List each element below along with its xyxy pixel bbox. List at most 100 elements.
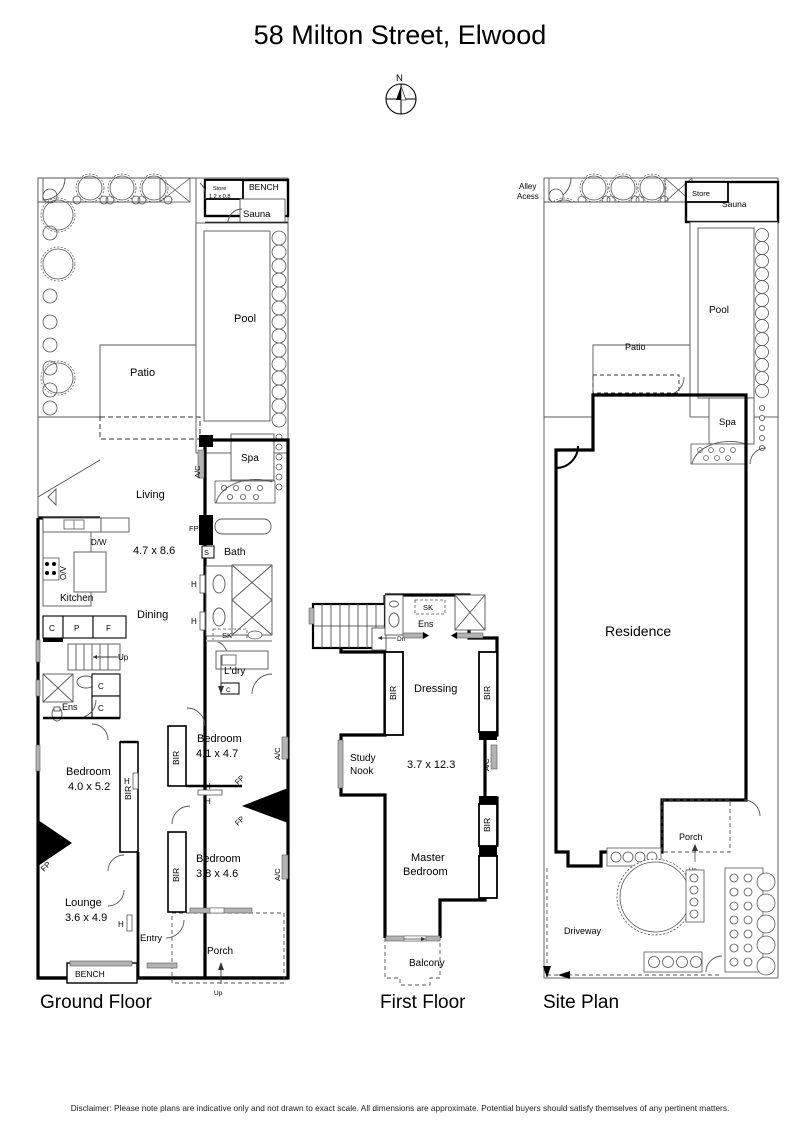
label-pool-gf: Pool (234, 313, 256, 325)
label-stairs-down-ff: Dn (397, 636, 406, 643)
label-study-nook-1: Study (350, 753, 376, 764)
label-laundry-gf: L'dry (224, 666, 245, 677)
label-ens-ff: Ens (418, 619, 434, 629)
pool-gf: Pool (195, 222, 289, 454)
window-glazing-gf (35, 639, 253, 969)
store-sauna-site: Store Sauna (684, 180, 780, 224)
aircon-ff: A/C (482, 744, 498, 771)
label-heater-lounge: H (124, 777, 130, 786)
label-living-size-gf: 4.7 x 8.6 (133, 545, 175, 557)
label-aircon-b3: A/C (273, 868, 282, 881)
label-porch-gf: Porch (207, 946, 233, 957)
ensuite-gf (42, 673, 121, 722)
site-plan: Alley Acess (517, 173, 780, 979)
label-porch-up-gf: Up (214, 990, 223, 997)
boundary-arrows-site (546, 868, 720, 976)
label-bench-bottom-gf: BENCH (75, 969, 105, 979)
label-spa-site: Spa (719, 417, 737, 428)
label-heater-h2-gf: H (191, 617, 197, 626)
label-patio-site: Patio (625, 342, 646, 352)
kitchen-gf: D/W O/V Kitchen (42, 517, 130, 607)
deck-outline-gf (99, 416, 201, 440)
bir-left-ff (384, 651, 404, 736)
label-store-gf: Store (213, 186, 226, 192)
label-master-2: Bedroom (403, 866, 448, 878)
tree-row-left-gf (40, 197, 76, 396)
shrub-col-right-site (755, 228, 769, 451)
compass-rose: N (385, 73, 417, 115)
fireplace-lounge-gf (38, 820, 72, 866)
tree-row-left-gf-inner (42, 199, 74, 394)
aircon-b2-gf: A/C (273, 736, 289, 760)
label-study-nook-2: Nook (350, 766, 374, 777)
label-bir2-gf: BIR (171, 751, 181, 765)
driveway-shrubs-site (643, 869, 705, 973)
label-alley-1: Alley (519, 182, 536, 191)
disclaimer-text: Disclaimer: Please note plans are indica… (70, 1103, 730, 1113)
ground-floor-label: Ground Floor (40, 992, 152, 1013)
kitchen-cupboards-gf (42, 615, 127, 639)
bir-right-bottom-ff (478, 855, 498, 899)
label-bir1-gf: BIR (123, 786, 133, 800)
shrub-row-left-gf (42, 188, 58, 416)
label-sk-ff: SK (423, 603, 433, 612)
bath-fixtures-gf (205, 518, 273, 637)
fireplace-b2-gf (242, 788, 288, 823)
label-dining-gf: Dining (137, 609, 168, 621)
label-h-b2-bottom: H (205, 797, 211, 806)
label-shower-s-gf: S (204, 548, 209, 557)
label-bench-top-gf: BENCH (249, 182, 279, 192)
shrub-col-right-gf (271, 230, 287, 491)
label-laundry-c-gf: C (226, 687, 231, 694)
label-bir-right-mid-ff: BIR (482, 818, 492, 832)
bir3-gf (167, 831, 187, 913)
label-bedroom1-size-gf: 4.0 x 5.2 (68, 781, 110, 793)
label-pantry-p-gf: P (74, 624, 79, 633)
label-bir-left-ff: BIR (388, 686, 398, 700)
spa-gf: Spa (230, 433, 275, 481)
first-floor-label: First Floor (380, 992, 466, 1013)
label-store-size-gf: 1.2 x 0.8 (209, 194, 230, 200)
label-dressing-ff: Dressing (414, 683, 457, 695)
label-lounge-gf: Lounge (65, 897, 102, 909)
label-aircon-b2: A/C (273, 747, 282, 760)
label-bedroom3-gf: Bedroom (196, 853, 241, 865)
label-living-gf: Living (136, 489, 165, 501)
label-master-1: Master (411, 852, 445, 864)
label-aircon-living: A/C (193, 465, 202, 478)
spa-steps-gf (214, 479, 276, 504)
label-spa-gf: Spa (241, 453, 259, 464)
ensuite-ff (384, 594, 486, 636)
fireplace-block-living2 (199, 515, 213, 545)
label-ens-c1-gf: C (98, 682, 104, 691)
label-alley-2: Acess (517, 192, 539, 201)
aircon-living-gf: A/C (193, 449, 205, 479)
fireplace-block-living (199, 435, 213, 447)
page-title: 58 Milton Street, Elwood (253, 20, 547, 50)
label-bath-gf: Bath (224, 546, 246, 558)
label-entry-gf: Entry (140, 933, 162, 944)
label-aircon-ff: A/C (482, 758, 491, 771)
label-bedroom2-size-gf: 4.1 x 4.7 (196, 748, 238, 760)
label-residence-site: Residence (605, 623, 671, 639)
label-ens-gf: Ens (62, 702, 78, 712)
right-shrub-bed-site (724, 867, 776, 976)
label-oven-gf: O/V (59, 566, 68, 580)
porch-gf: Porch Up (171, 912, 285, 997)
label-lounge-size-gf: 3.6 x 4.9 (65, 912, 107, 924)
label-sauna-gf: Sauna (243, 209, 271, 220)
label-bedroom2-gf: Bedroom (197, 733, 242, 745)
bir2-gf (167, 725, 187, 787)
stairs-gf (67, 643, 121, 671)
label-master-size-ff: 3.7 x 12.3 (407, 759, 455, 771)
label-porch-site: Porch (679, 832, 703, 842)
driveway-tree-site (616, 858, 694, 936)
label-balcony-ff: Balcony (409, 958, 445, 969)
label-sk-gf: SK (222, 631, 232, 640)
balcony-ff: Balcony (384, 935, 445, 986)
label-bir3-gf: BIR (171, 868, 181, 882)
heater-lounge-gf: H H (118, 772, 139, 932)
label-heater-h1-gf: H (191, 580, 197, 589)
label-fp-living: FP (189, 524, 199, 533)
